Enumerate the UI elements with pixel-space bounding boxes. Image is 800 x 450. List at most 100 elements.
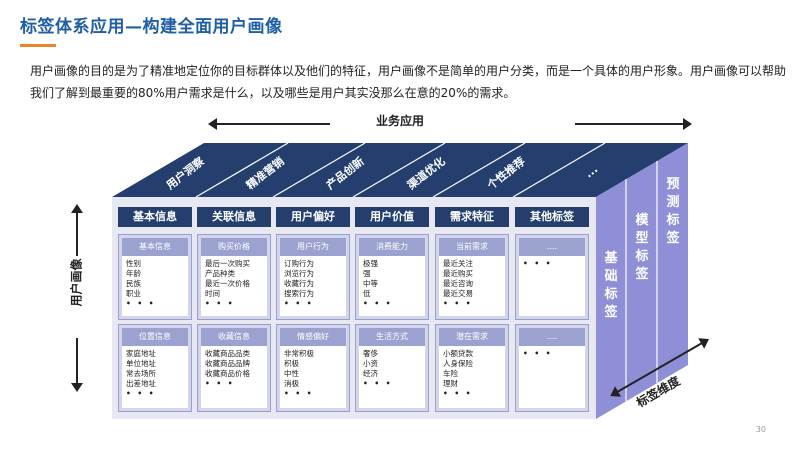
side-label-model: 模型标签 [635, 213, 649, 282]
title-underline [20, 44, 56, 47]
tag-item: 经济 [363, 369, 378, 378]
tag-group: .... • • • [515, 234, 589, 320]
business-arrow-left-icon [208, 118, 330, 130]
column-header: 基本信息 [118, 207, 192, 227]
side-label-predict: 预测标签 [666, 177, 680, 246]
tag-group: 购买价格 最后一次购买 产品种类 最近一次价格 时间 • • • [197, 234, 271, 320]
tag-group: 收藏信息 收藏商品品类 收藏商品品牌 收藏商品价格 • • • [197, 324, 271, 412]
more-dots: • • • [205, 379, 235, 388]
tag-group-title: 购买价格 [201, 238, 267, 256]
more-dots: • • • [523, 349, 553, 358]
tag-item: 职业 [126, 289, 141, 298]
tag-group-title: 基本信息 [122, 238, 188, 256]
column-user-value: 用户价值 消费能力 极强 强 中等 低 • • • 生活方式 奢侈 小资 经济 … [355, 207, 429, 413]
cube-side-face [596, 143, 688, 419]
tag-group: 消费能力 极强 强 中等 低 • • • [355, 234, 429, 320]
tag-item: 时间 [205, 289, 220, 298]
more-dots: • • • [523, 259, 553, 268]
tag-item: 奢侈 [363, 349, 378, 358]
tag-item: 浏览行为 [284, 269, 314, 278]
column-header: 用户价值 [355, 207, 429, 227]
tag-item: 出差地址 [126, 379, 156, 388]
tag-group-title: 位置信息 [122, 328, 188, 346]
page-number: 30 [755, 425, 766, 434]
tag-item: 车险 [443, 369, 458, 378]
top-face-dividers [195, 142, 606, 198]
more-dots: • • • [443, 389, 473, 398]
portrait-axis-arrow-icon [71, 204, 83, 392]
tag-item: 低 [363, 289, 371, 298]
tag-group-title: .... [519, 238, 585, 256]
tag-group: 基本信息 性别 年龄 民族 职业 • • • [118, 234, 192, 320]
tag-item: 小资 [363, 359, 378, 368]
column-header: 其他标签 [515, 207, 589, 227]
tag-group: 当前需求 最近关注 最近购买 最近咨询 最近交易 • • • [435, 234, 509, 320]
column-demand-features: 需求特征 当前需求 最近关注 最近购买 最近咨询 最近交易 • • • 潜在需求… [435, 207, 509, 413]
tag-item: 消极 [284, 379, 299, 388]
column-header: 用户偏好 [276, 207, 350, 227]
more-dots: • • • [363, 379, 393, 388]
more-dots: • • • [126, 299, 156, 308]
tag-group: .... • • • [515, 324, 589, 412]
tag-group-title: 情感偏好 [280, 328, 346, 346]
tag-item: 单位地址 [126, 359, 156, 368]
more-dots: • • • [126, 389, 156, 398]
tag-item: 最近交易 [443, 289, 473, 298]
tag-group-title: 消费能力 [359, 238, 425, 256]
tag-item: 最近咨询 [443, 279, 473, 288]
column-header: 需求特征 [435, 207, 509, 227]
tag-item: 最近购买 [443, 269, 473, 278]
tag-group: 位置信息 家庭地址 单位地址 常去场所 出差地址 • • • [118, 324, 192, 412]
tag-group-title: 生活方式 [359, 328, 425, 346]
tag-item: 小额贷款 [443, 349, 473, 358]
tag-item: 极强 [363, 259, 378, 268]
tag-item: 最近关注 [443, 259, 473, 268]
side-label-basic: 基础标签 [604, 251, 618, 320]
tag-group: 生活方式 奢侈 小资 经济 • • • [355, 324, 429, 412]
more-dots: • • • [284, 389, 314, 398]
tag-item: 中等 [363, 279, 378, 288]
more-dots: • • • [284, 299, 314, 308]
tag-group: 情感偏好 非常积极 积极 中性 消极 • • • [276, 324, 350, 412]
business-axis-label: 业务应用 [375, 114, 424, 128]
tag-item: 最近一次价格 [205, 279, 250, 288]
more-dots: • • • [363, 299, 393, 308]
column-basic-info: 基本信息 基本信息 性别 年龄 民族 职业 • • • 位置信息 家庭地址 单位… [118, 207, 192, 413]
tag-item: 强 [363, 269, 371, 278]
tag-group-title: 当前需求 [439, 238, 505, 256]
tag-item: 常去场所 [126, 369, 156, 378]
tag-group-title: .... [519, 328, 585, 346]
page-title: 标签体系应用—构建全面用户画像 [20, 17, 283, 37]
tag-item: 家庭地址 [126, 349, 156, 358]
business-arrow-right-icon [575, 118, 692, 130]
tag-group: 用户行为 订购行为 浏览行为 收藏行为 搜索行为 • • • [276, 234, 350, 320]
tag-item: 年龄 [126, 269, 141, 278]
column-other-tags: 其他标签 .... • • • .... • • • [515, 207, 589, 413]
tag-item: 收藏行为 [284, 279, 314, 288]
tag-item: 收藏商品品牌 [205, 359, 250, 368]
more-dots: • • • [443, 299, 473, 308]
tag-item: 搜索行为 [284, 289, 314, 298]
column-user-preference: 用户偏好 用户行为 订购行为 浏览行为 收藏行为 搜索行为 • • • 情感偏好… [276, 207, 350, 413]
tag-item: 收藏商品价格 [205, 369, 250, 378]
tag-group: 潜在需求 小额贷款 人身保险 车险 理财 • • • [435, 324, 509, 412]
tag-item: 理财 [443, 379, 458, 388]
tag-group-title: 用户行为 [280, 238, 346, 256]
intro-paragraph: 用户画像的目的是为了精准地定位你的目标群体以及他们的特征，用户画像不是简单的用户… [30, 64, 787, 100]
tag-item: 最后一次购买 [205, 259, 250, 268]
tag-item: 非常积极 [284, 349, 314, 358]
tag-item: 中性 [284, 369, 299, 378]
tag-item: 积极 [284, 359, 299, 368]
tag-item: 产品种类 [205, 269, 235, 278]
side-face-dividers [625, 161, 658, 401]
column-related-info: 关联信息 购买价格 最后一次购买 产品种类 最近一次价格 时间 • • • 收藏… [197, 207, 271, 413]
tag-item: 民族 [126, 279, 141, 288]
tag-item: 收藏商品品类 [205, 349, 250, 358]
tag-group-title: 潜在需求 [439, 328, 505, 346]
tag-item: 订购行为 [284, 259, 314, 268]
more-dots: • • • [205, 299, 235, 308]
tag-group-title: 收藏信息 [201, 328, 267, 346]
tag-item: 人身保险 [443, 359, 473, 368]
